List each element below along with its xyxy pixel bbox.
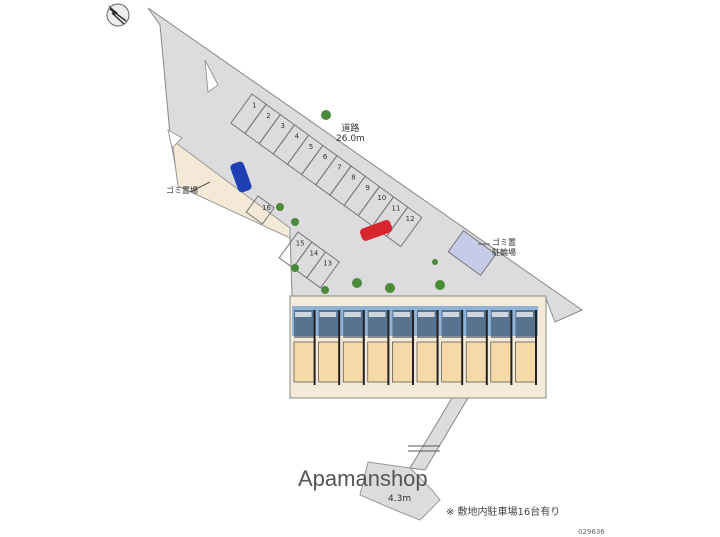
parking-number: 8: [351, 174, 355, 182]
apartment-unit: [465, 310, 488, 385]
lot-area: [147, 7, 584, 323]
side-road-width: 4.3m: [388, 494, 412, 504]
triangle-mark: [204, 59, 219, 93]
car-blue: [230, 161, 252, 193]
units: [293, 310, 537, 385]
parking-row: 15 14 13: [278, 231, 340, 289]
parking-number: 12: [406, 215, 415, 223]
parking-number: 16: [262, 204, 271, 212]
parking-number: 1: [252, 102, 256, 110]
bike-label-name: 駐輪場: [492, 248, 516, 257]
parking-number: 13: [323, 259, 332, 267]
brand-watermark: Apamanshop: [298, 466, 428, 491]
parking-number: 7: [337, 163, 341, 171]
side-road: [409, 397, 469, 471]
parking-space: [245, 195, 275, 225]
trees: [276, 110, 445, 294]
triangle-mark: [167, 129, 183, 149]
car-red: [360, 220, 393, 241]
garden-strip: [171, 138, 291, 239]
road-width: 26.0m: [336, 134, 365, 144]
parking-number: 9: [365, 184, 369, 192]
property-code: 029636: [578, 528, 605, 536]
parking-number: 11: [391, 204, 400, 212]
bike-parking: [447, 230, 497, 276]
apartment-unit: [367, 310, 390, 385]
apartment-unit: [342, 310, 365, 385]
bike-label: ゴミ置 駐輪場: [492, 238, 516, 258]
parking-number: 3: [280, 122, 284, 130]
parking-number: 14: [309, 249, 318, 257]
parking-number: 2: [266, 112, 270, 120]
leader-line: [189, 181, 211, 193]
apartment-unit: [392, 310, 414, 385]
road-label: 道路 26.0m: [336, 124, 365, 144]
parking-note: ※ 敷地内駐車場16台有り: [446, 507, 561, 518]
road-name: 道路: [341, 124, 360, 134]
apartment-unit: [515, 310, 537, 385]
side-road-end: [359, 461, 441, 521]
apartment-unit: [441, 310, 464, 385]
parking-number: 10: [377, 194, 386, 202]
parking-number: 5: [309, 143, 313, 151]
bike-label-prefix: ゴミ置: [492, 238, 516, 247]
parking-number: 6: [323, 153, 328, 161]
parking-space: 12: [385, 206, 423, 248]
apartment-unit: [318, 310, 341, 385]
parking-space: 13: [305, 251, 340, 289]
garbage-label: ゴミ置場: [166, 186, 198, 195]
apartment-unit: [293, 310, 316, 385]
apartment-unit: [416, 310, 439, 385]
parking-number: 15: [296, 239, 305, 247]
parking-number: 4: [295, 132, 300, 140]
compass-icon: [106, 3, 130, 27]
break-mark: [408, 445, 440, 452]
apartment-unit: [490, 310, 513, 385]
